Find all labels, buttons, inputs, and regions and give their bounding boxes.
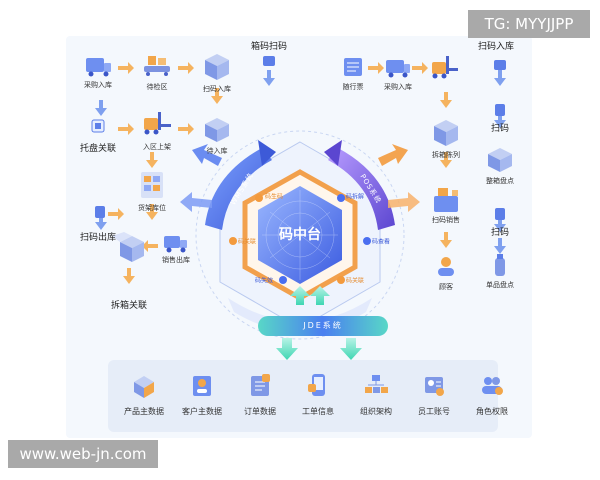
node-label-3: 码查看 bbox=[372, 238, 391, 246]
label-pallet-link: 托盘关联 bbox=[79, 144, 117, 154]
watermark-web: www.web-jn.com bbox=[8, 440, 158, 468]
forklift-icon bbox=[432, 56, 458, 79]
conveyor-icon bbox=[144, 56, 170, 76]
label-scan-in-right: 扫码入库 bbox=[477, 42, 515, 52]
label-purchase-in-left: 采购入库 bbox=[84, 81, 112, 89]
label-in-area-shelf: 入区上架 bbox=[143, 143, 171, 151]
box-icon bbox=[488, 148, 512, 172]
label-unbox-display: 拆箱陈列 bbox=[432, 151, 460, 159]
label-receipt: 随行票 bbox=[342, 83, 364, 91]
master-data-panel bbox=[108, 360, 498, 432]
label-scan-2: 扫码 bbox=[490, 228, 510, 238]
customer-data-icon bbox=[193, 376, 211, 396]
label-box-check: 整箱盘点 bbox=[486, 177, 514, 185]
open-box-icon bbox=[112, 232, 144, 262]
box-icon bbox=[205, 54, 229, 80]
node-label-4: 码关联 bbox=[238, 238, 257, 246]
master-data-product: 产品主数据 bbox=[114, 372, 174, 417]
master-data-customer: 客户主数据 bbox=[172, 372, 232, 417]
master-data-workorder: 工单信息 bbox=[288, 372, 348, 417]
jde-band bbox=[258, 316, 388, 336]
product-data-icon bbox=[134, 376, 154, 398]
label-box-scan: 箱码扫码 bbox=[250, 42, 288, 52]
open-box-icon bbox=[434, 120, 458, 146]
checkout-icon bbox=[434, 188, 458, 212]
truck-icon bbox=[86, 58, 111, 77]
customer-icon bbox=[438, 257, 454, 276]
label-scan-1: 扫码 bbox=[490, 124, 510, 134]
hub-title: 码中台 bbox=[279, 227, 321, 243]
label-unbox-link: 拆箱关联 bbox=[110, 301, 148, 311]
stacked-box-icon bbox=[205, 118, 229, 142]
master-data-staff: 员工账号 bbox=[404, 372, 464, 417]
scanner-icon bbox=[95, 206, 105, 218]
label-purchase-in-right: 采购入库 bbox=[384, 83, 412, 91]
workorder-icon bbox=[308, 374, 325, 396]
bottle-icon bbox=[495, 254, 505, 276]
role-permission-icon bbox=[482, 377, 503, 395]
node-label-5: 码失效 bbox=[255, 277, 274, 285]
label-scan-in-left: 扫码入库 bbox=[203, 85, 231, 93]
wms-band bbox=[205, 148, 272, 230]
phone-icon bbox=[91, 119, 105, 133]
order-data-icon bbox=[251, 374, 270, 396]
outer-ring bbox=[195, 130, 405, 340]
scanner-icon bbox=[495, 104, 505, 116]
label-sales-out: 销售出库 bbox=[162, 256, 190, 264]
label-scan-sell: 扫码销售 bbox=[432, 216, 460, 224]
label-pending-area: 待检区 bbox=[146, 83, 168, 91]
pos-band bbox=[328, 148, 395, 230]
scan-tag-icon bbox=[494, 60, 506, 70]
receipt-icon bbox=[344, 58, 362, 76]
truck-icon bbox=[386, 60, 410, 78]
jde-label: JDE系统 bbox=[303, 321, 343, 330]
node-label-6: 码关联 bbox=[346, 277, 365, 285]
master-data-roles: 角色权限 bbox=[462, 372, 522, 417]
master-data-org: 组织架构 bbox=[346, 372, 406, 417]
delivery-truck-icon bbox=[164, 236, 187, 253]
scanner-icon bbox=[495, 208, 505, 220]
node-label-2: 码拆解 bbox=[346, 193, 365, 201]
label-single-check: 单品盘点 bbox=[486, 281, 514, 289]
label-scan-out: 扫码出库 bbox=[79, 233, 117, 243]
staff-account-icon bbox=[425, 377, 444, 396]
node-label-1: 码生码 bbox=[265, 193, 284, 201]
master-data-orders: 订单数据 bbox=[230, 372, 290, 417]
label-cargo-location: 货架库位 bbox=[138, 204, 166, 212]
forklift-icon bbox=[144, 112, 171, 135]
org-chart-icon bbox=[365, 375, 388, 393]
watermark-tg: TG: MYYJJPP bbox=[468, 10, 590, 38]
label-customer: 顾客 bbox=[439, 283, 453, 291]
shelf-icon bbox=[141, 172, 163, 198]
scan-tag-icon bbox=[263, 56, 275, 66]
label-pending-in: 待入库 bbox=[206, 147, 228, 155]
